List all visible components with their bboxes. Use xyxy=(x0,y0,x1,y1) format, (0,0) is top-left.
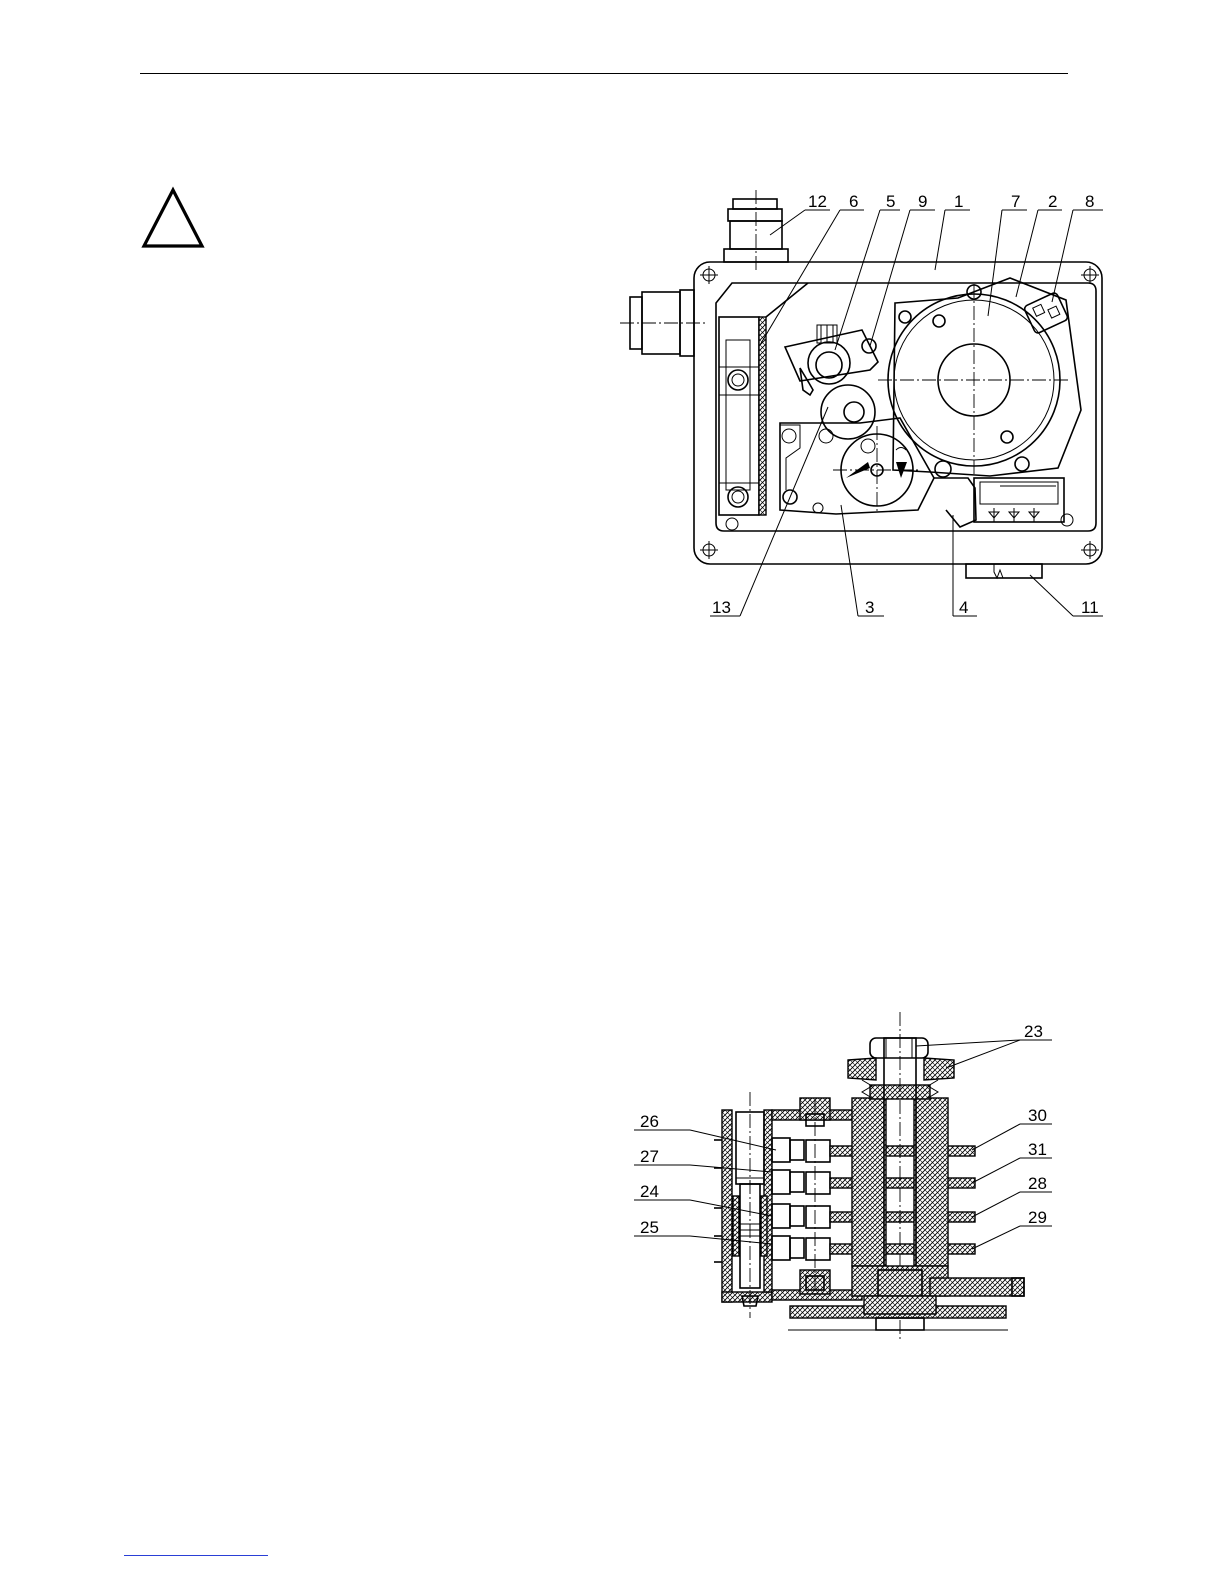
callout-23: 23 xyxy=(1024,1022,1043,1041)
cam-bracket xyxy=(785,325,878,395)
housing-outline xyxy=(694,262,1102,564)
callout-6: 6 xyxy=(849,192,858,211)
callout-11: 11 xyxy=(1081,598,1099,617)
callout-7: 7 xyxy=(1011,192,1020,211)
callout-2: 2 xyxy=(1048,192,1057,211)
callout-5: 5 xyxy=(886,192,895,211)
header-rule xyxy=(140,73,1068,74)
terminal-block xyxy=(974,478,1064,522)
callout-28: 28 xyxy=(1028,1174,1047,1193)
switch-assembly-section-diagram: 23 26 27 24 25 30 31 28 29 xyxy=(628,1010,1068,1350)
footnote-rule xyxy=(124,1555,268,1556)
callout-31: 31 xyxy=(1028,1140,1047,1159)
callout-24: 24 xyxy=(640,1182,659,1201)
callout-29: 29 xyxy=(1028,1208,1047,1227)
callout-3: 3 xyxy=(865,598,874,617)
callout-26: 26 xyxy=(640,1112,659,1131)
contact-fingers xyxy=(772,1138,830,1260)
callout-leaders xyxy=(710,210,1103,616)
top-cable-gland xyxy=(724,190,788,272)
lower-bracket xyxy=(934,478,976,527)
terminal-strip xyxy=(719,317,766,515)
callout-4: 4 xyxy=(959,598,968,617)
inner-panel xyxy=(716,283,1096,531)
callout-13: 13 xyxy=(712,598,731,617)
callout-12: 12 xyxy=(808,192,827,211)
left-housing xyxy=(714,1092,862,1318)
callout-27: 27 xyxy=(640,1147,659,1166)
callout-9: 9 xyxy=(918,192,927,211)
callout-8: 8 xyxy=(1085,192,1094,211)
main-disc-plate xyxy=(878,278,1081,477)
left-cable-gland xyxy=(620,290,706,356)
callout-30: 30 xyxy=(1028,1106,1047,1125)
callout-1: 1 xyxy=(954,192,963,211)
warning-triangle-icon xyxy=(140,186,206,252)
actuator-front-view-diagram: 12 6 5 9 1 7 2 8 13 3 4 11 xyxy=(600,185,1120,625)
callout-25: 25 xyxy=(640,1218,659,1237)
